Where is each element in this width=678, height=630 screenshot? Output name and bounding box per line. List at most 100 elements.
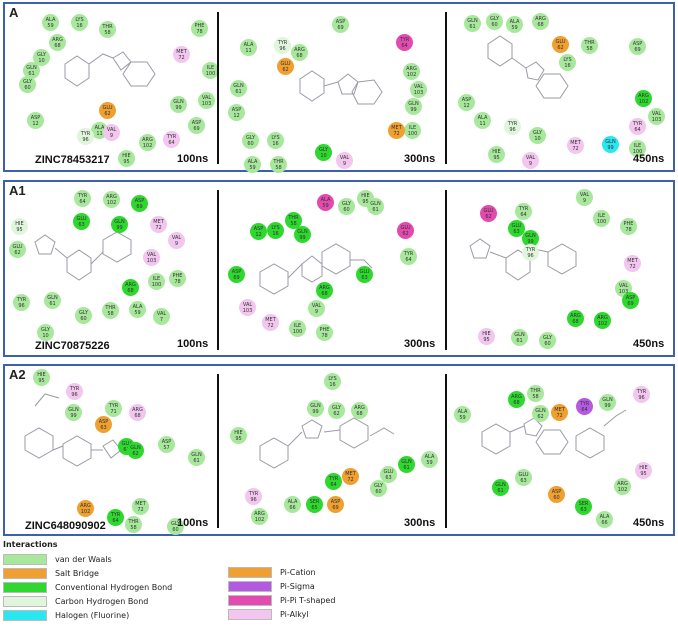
time-label: 100ns xyxy=(177,338,209,350)
ligand-bond-path xyxy=(287,263,303,279)
ligand-bond-path xyxy=(90,251,104,265)
panel-divider xyxy=(217,12,219,164)
legend-label: Pi-Sigma xyxy=(280,581,315,591)
panel-divider xyxy=(217,190,219,350)
ligand-bond-path xyxy=(523,417,543,437)
panel-divider xyxy=(445,374,447,528)
time-label: 300ns xyxy=(404,338,436,350)
ligand-bond-path xyxy=(102,231,132,263)
panel-a2-100ns: HIE95TYR96GLN99TYR71ARG68ASP63GLU63GLN62… xyxy=(5,366,217,535)
time-label: 450ns xyxy=(633,338,665,350)
ligand-structure xyxy=(299,70,383,105)
time-label: 100ns xyxy=(177,517,209,529)
legend-label: Carbon Hydrogen Bond xyxy=(55,596,149,606)
ligand-bond-path xyxy=(64,55,90,87)
ligand-structure xyxy=(487,35,569,99)
